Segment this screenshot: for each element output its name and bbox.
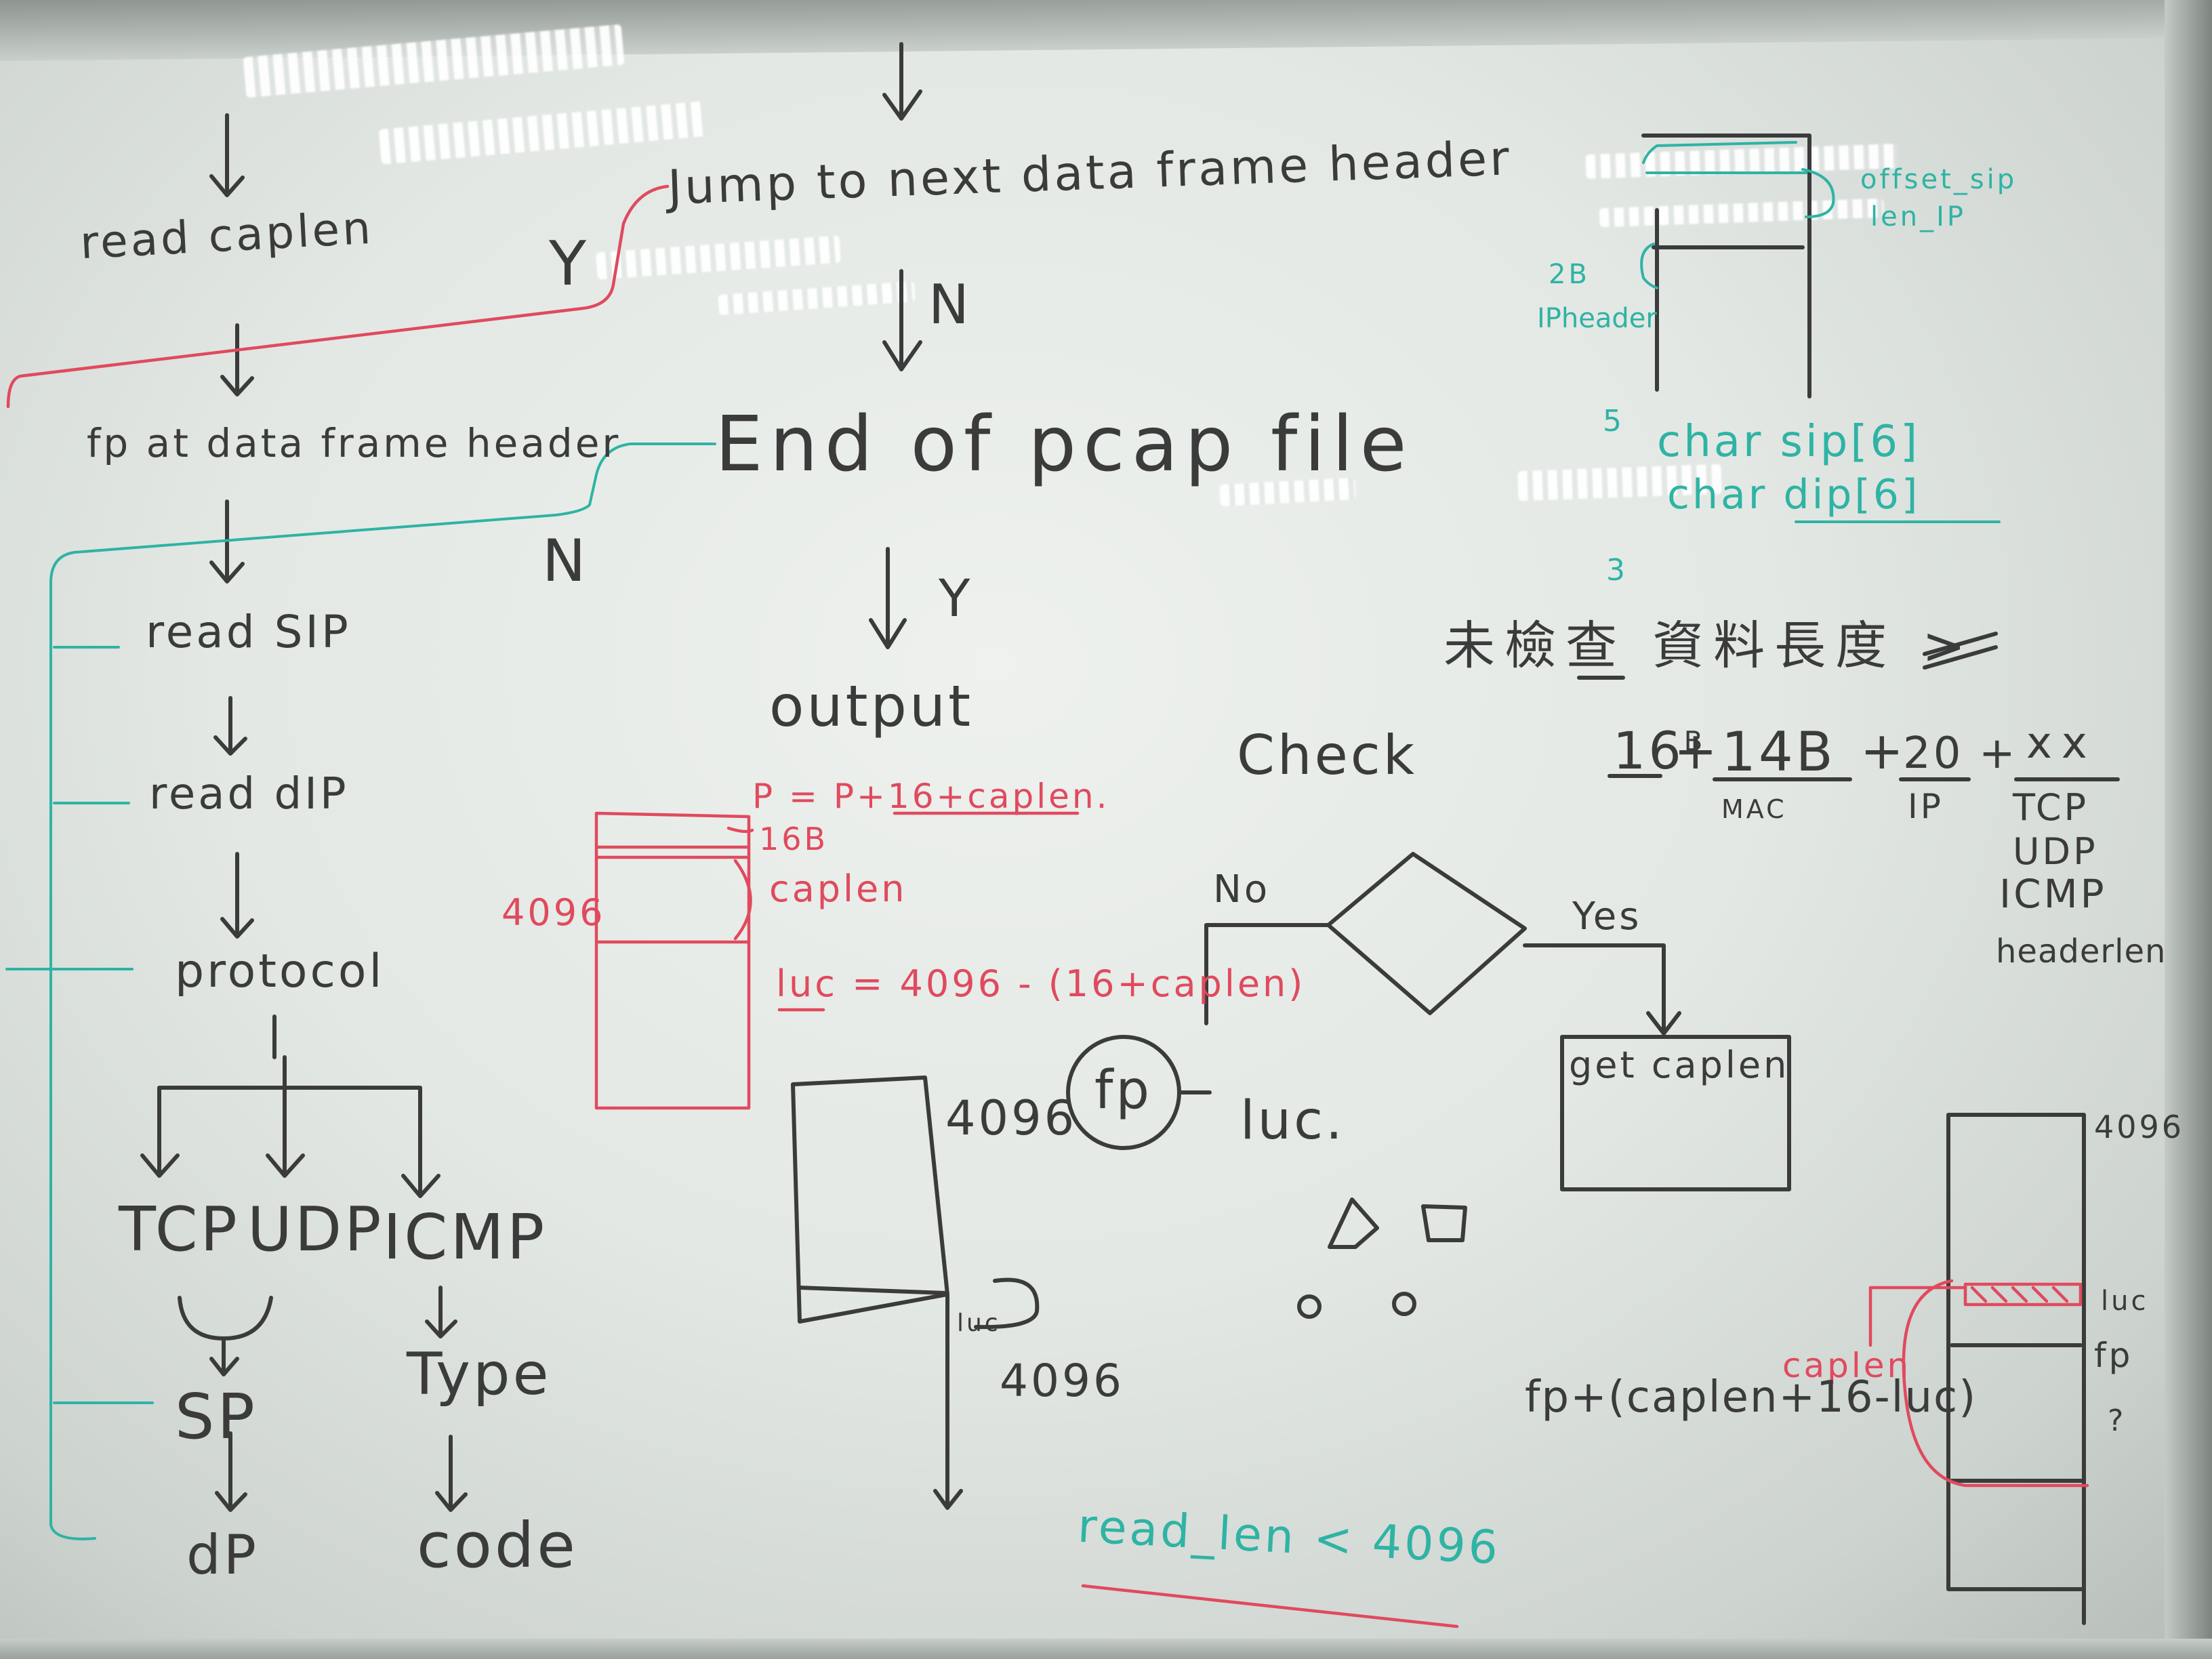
get-caplen-label: get caplen: [1569, 1044, 1790, 1086]
protocol-label: protocol: [175, 945, 385, 998]
luc-formula: luc = 4096 - (16+caplen): [776, 962, 1306, 1005]
read-sip-label: read SIP: [146, 606, 351, 658]
udp-label: UDP: [247, 1194, 384, 1265]
sum-16b-value: 16: [1613, 720, 1684, 781]
block-4096-right: 4096: [2094, 1109, 2185, 1145]
pointer-formula: P = P+16+caplen.: [752, 777, 1110, 816]
brace-5: 5: [1603, 404, 1624, 438]
plus-sign: +: [1860, 720, 1906, 781]
char-sip-label: char sip[6]: [1657, 417, 1921, 467]
chinese-note: 未檢查 資料長度 >: [1443, 615, 1975, 676]
ip-label: IP: [1908, 787, 1944, 826]
whiteboard-frame-right: [2165, 0, 2212, 1659]
protocol-tcp: TCP: [2013, 786, 2089, 829]
sum-14b: 14B: [1721, 720, 1836, 783]
teal-strokes: [5, 141, 2001, 1540]
luc-label: luc.: [1240, 1090, 1345, 1151]
check-yes-label: Yes: [1572, 895, 1642, 939]
output-label: output: [769, 673, 974, 739]
luc-right-label: luc: [2101, 1286, 2149, 1317]
size-4096-red: 4096: [501, 891, 606, 934]
sum-20: 20: [1903, 729, 1964, 779]
fp-circle-label: fp: [1094, 1060, 1152, 1121]
plus-sign: +: [1674, 720, 1720, 781]
caplen-red-label: caplen: [769, 867, 907, 910]
block-size-4096-b: 4096: [1000, 1355, 1124, 1407]
protocol-headerlen: headerlen: [1996, 933, 2167, 970]
sum-16b-unit: B: [1683, 726, 1706, 758]
black-strokes: [140, 42, 2120, 1625]
check-no-label: No: [1213, 867, 1271, 912]
len-ip-label: len_IP: [1870, 201, 1966, 232]
center-n-label: N: [928, 273, 972, 336]
offset-sip-label: offset_sip: [1860, 164, 2018, 195]
char-dip-label: char dip[6]: [1667, 471, 1921, 518]
header-16b-label: 16B: [759, 821, 829, 857]
sp-label: SP: [175, 1380, 258, 1453]
luc-small-label: luc: [957, 1309, 1001, 1337]
flow-n-label: N: [542, 527, 589, 595]
mac-label: MAC: [1721, 794, 1787, 824]
label-2b: 2B: [1549, 259, 1590, 290]
dp-label: dP: [186, 1523, 260, 1586]
protocol-icmp: ICMP: [1999, 871, 2107, 917]
sum-16b: 16B: [1613, 725, 1705, 777]
brace-3: 3: [1606, 553, 1628, 588]
red-strokes: [6, 184, 2089, 1629]
type-label: Type: [407, 1340, 552, 1408]
caplen-right-label: caplen: [1782, 1346, 1912, 1385]
center-y-label: Y: [939, 568, 973, 628]
protocol-udp: UDP: [2013, 830, 2098, 873]
sum-xx: xx: [2026, 718, 2097, 769]
read-dip-label: read dIP: [149, 769, 349, 819]
check-title: Check: [1237, 724, 1418, 787]
question-mark: ?: [2108, 1404, 2127, 1438]
plus-sign: +: [1979, 729, 2018, 779]
fp-offset-formula: fp+(caplen+16-luc): [1525, 1372, 1978, 1422]
whiteboard-frame-bottom: [0, 1639, 2212, 1659]
ip-header-label: IPheader: [1537, 303, 1657, 334]
tcp-label: TCP: [119, 1194, 240, 1265]
code-label: code: [417, 1509, 578, 1582]
fp-at-header-label: fp at data frame header: [87, 420, 621, 466]
block-size-4096: 4096: [945, 1090, 1078, 1146]
flow-y-label: Y: [549, 228, 589, 300]
end-of-file-label: End of pcap file: [715, 401, 1414, 489]
fp-right-label: fp: [2094, 1336, 2133, 1375]
icmp-label: ICMP: [383, 1201, 548, 1273]
